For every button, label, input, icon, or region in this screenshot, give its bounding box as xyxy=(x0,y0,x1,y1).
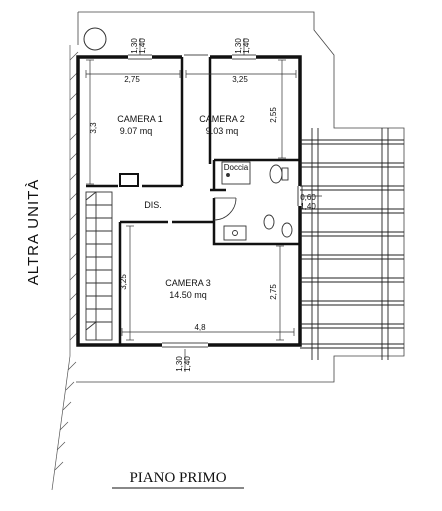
site-outline xyxy=(76,11,405,383)
neighbor-hatch xyxy=(51,45,79,491)
camera2-name: CAMERA 2 xyxy=(199,114,245,124)
doccia-label: Doccia xyxy=(224,163,249,172)
camera3-name: CAMERA 3 xyxy=(165,278,211,288)
bathroom-fixtures xyxy=(221,161,293,241)
plan-title: PIANO PRIMO xyxy=(129,470,226,486)
dim-win-tl-a: 1,30 xyxy=(130,38,139,54)
dim-c2-height: 2,55 xyxy=(269,107,278,123)
dim-c1-height: 3,3 xyxy=(89,122,98,134)
outer-walls xyxy=(76,55,302,347)
tree-icon xyxy=(83,27,107,51)
dim-win-right-b: 1,40 xyxy=(300,202,316,211)
camera1-area: 9.07 mq xyxy=(120,126,153,136)
pergola xyxy=(300,128,404,360)
neighbor-label: ALTRA UNITÀ xyxy=(25,179,42,286)
dim-win-bottom-b: 1,40 xyxy=(183,356,192,372)
dimension-lines xyxy=(85,38,322,372)
staircase xyxy=(85,191,113,341)
dim-win-tr-b: 1,40 xyxy=(242,38,251,54)
camera2-area: 9.03 mq xyxy=(206,126,239,136)
dim-win-right-a: 0,60 xyxy=(300,193,316,202)
dim-c3-right-height: 2,75 xyxy=(269,284,278,300)
door-swing xyxy=(213,197,237,221)
dim-c3-left-height: 3,25 xyxy=(119,274,128,290)
dim-win-bottom-a: 1,30 xyxy=(175,356,184,372)
dim-c2-width: 3,25 xyxy=(232,75,248,84)
dim-c1-width: 2,75 xyxy=(124,75,140,84)
camera3-area: 14.50 mq xyxy=(169,290,207,300)
camera1-name: CAMERA 1 xyxy=(117,114,163,124)
dis-label: DIS. xyxy=(144,200,162,210)
windows xyxy=(128,54,303,348)
chimney-block xyxy=(119,173,139,187)
dim-win-tr-a: 1,30 xyxy=(234,38,243,54)
dim-win-tl-b: 1,40 xyxy=(138,38,147,54)
dim-c3-width: 4,8 xyxy=(194,323,206,332)
interior-walls xyxy=(86,57,300,345)
